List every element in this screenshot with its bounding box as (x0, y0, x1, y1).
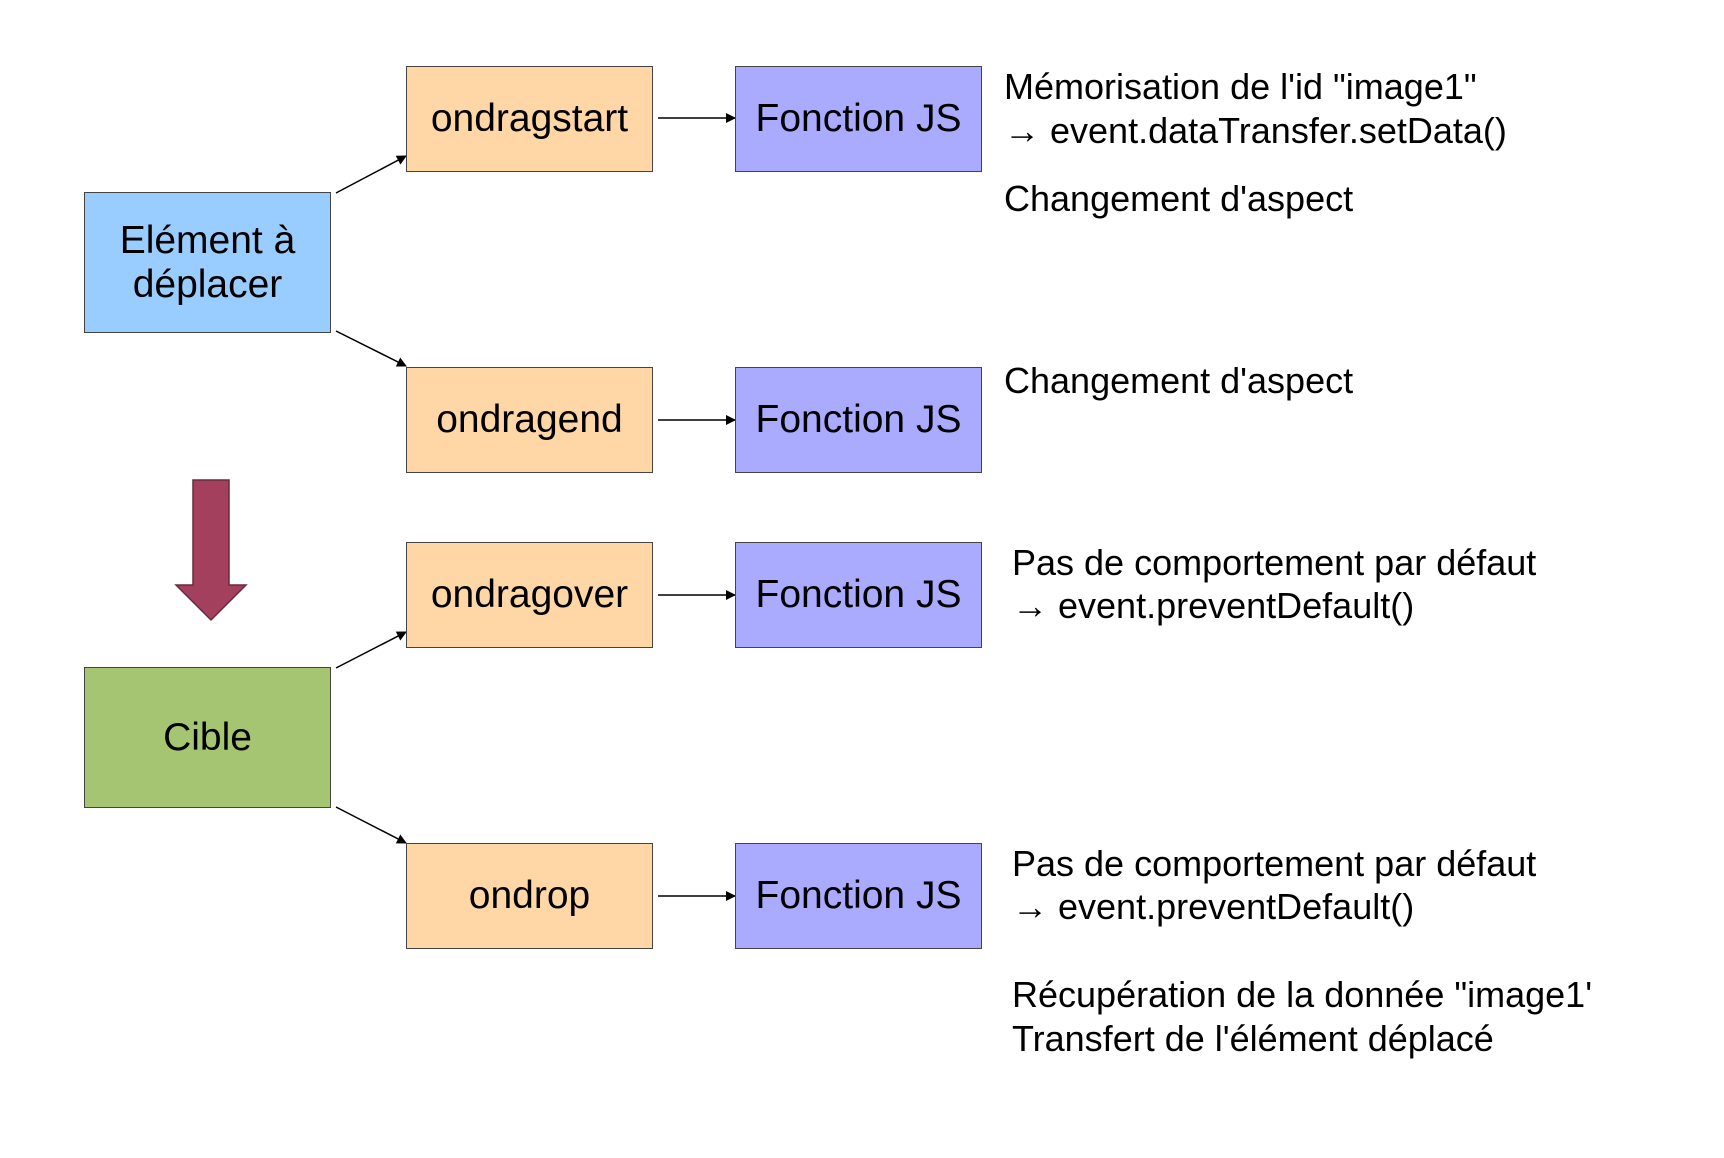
note-dragover-line2: → event.preventDefault() (1012, 585, 1415, 626)
note-dragstart-line1: Mémorisation de l'id "image1" (1004, 66, 1477, 107)
drop-target-box: Cible (84, 667, 331, 808)
connector-source-ondragend (335, 330, 407, 367)
function-label-ondragend: Fonction JS (755, 398, 962, 441)
event-box-ondragend: ondragend (406, 367, 653, 473)
event-label-ondragend: ondragend (436, 398, 623, 441)
event-box-ondrop: ondrop (406, 843, 653, 949)
function-label-ondrop: Fonction JS (755, 874, 962, 917)
drop-target-label: Cible (163, 715, 252, 759)
connector-source-ondragstart (335, 155, 407, 194)
event-box-ondragstart: ondragstart (406, 66, 653, 172)
function-label-ondragover: Fonction JS (755, 573, 962, 616)
note-drop-line2: → event.preventDefault() (1012, 886, 1415, 927)
note-dragstart-line2: → event.dataTransfer.setData() (1004, 110, 1507, 151)
draggable-element-label-line1: Elément à (119, 218, 296, 262)
connector-target-ondragover (335, 631, 407, 669)
note-drop-line3: Récupération de la donnée "image1' (1012, 974, 1593, 1015)
function-box-ondragend: Fonction JS (735, 367, 982, 473)
note-dragend-line1: Changement d'aspect (1004, 360, 1354, 401)
note-dragover-line1: Pas de comportement par défaut (1012, 542, 1537, 583)
note-drop-line1: Pas de comportement par défaut (1012, 843, 1537, 884)
draggable-element-box: Elément à déplacer (84, 192, 331, 333)
event-label-ondragover: ondragover (430, 573, 629, 616)
down-arrow-icon (174, 479, 248, 622)
note-dragstart-line3: Changement d'aspect (1004, 178, 1354, 219)
event-label-ondragstart: ondragstart (430, 97, 629, 140)
connector-target-ondrop (335, 806, 407, 844)
event-label-ondrop: ondrop (468, 874, 591, 917)
function-box-ondrop: Fonction JS (735, 843, 982, 949)
function-label-ondragstart: Fonction JS (755, 97, 962, 140)
draggable-element-label-line2: déplacer (132, 262, 283, 306)
note-drop-line4: Transfert de l'élément déplacé (1012, 1018, 1494, 1059)
function-box-ondragover: Fonction JS (735, 542, 982, 648)
function-box-ondragstart: Fonction JS (735, 66, 982, 172)
event-box-ondragover: ondragover (406, 542, 653, 648)
